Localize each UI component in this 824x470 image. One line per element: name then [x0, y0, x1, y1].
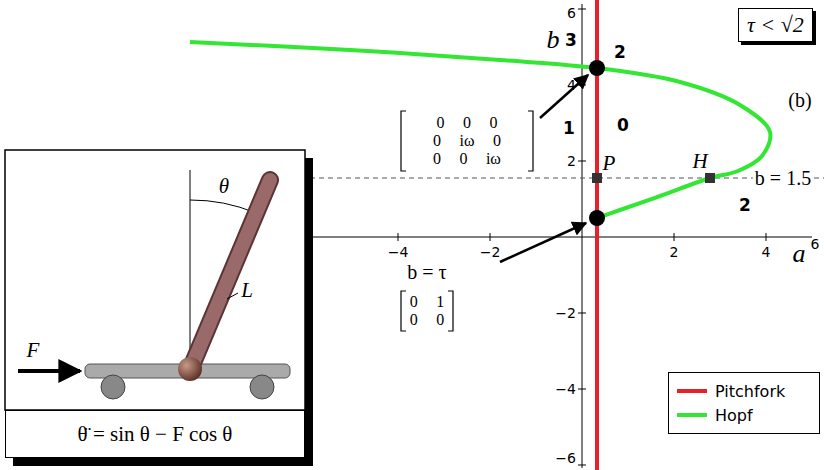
equation-panel: θ̈ = sin θ − F cos θ: [5, 410, 305, 458]
point-label: H: [692, 151, 707, 172]
matrix-row: 0 1: [410, 294, 444, 310]
tick-label: 2: [567, 154, 576, 168]
tick-label: 4: [567, 78, 576, 92]
force-arrow: [18, 369, 80, 373]
legend-text: Hopf: [715, 406, 753, 425]
point-label: P: [603, 153, 616, 174]
vertical-reference: [190, 170, 191, 360]
length-label: L: [241, 280, 253, 301]
equation-text: θ̈ = sin θ − F cos θ: [78, 422, 233, 447]
legend-entry: Hopf: [677, 403, 811, 427]
matrix-row: 0 0: [410, 312, 444, 328]
axis-label: b: [547, 27, 560, 53]
condition-box: τ < √2: [738, 8, 813, 42]
cart-wheel: [250, 375, 274, 399]
region-number: 0: [617, 117, 629, 134]
axes: [305, 4, 812, 468]
bifurcation-point: [589, 210, 605, 226]
legend-sample: [677, 410, 707, 420]
condition-label: b = τ: [407, 262, 446, 282]
matrix-row: 0 iω 0: [433, 133, 501, 149]
panel-label: (b): [788, 90, 811, 110]
region-number: 2: [739, 197, 751, 214]
bifurcation-point: [589, 60, 605, 76]
region-number: 2: [614, 44, 626, 61]
pointer-arrow: [540, 75, 588, 118]
inset-frame: [5, 150, 305, 410]
axis-label: a: [793, 241, 806, 267]
tick-label: 6: [811, 237, 820, 251]
tick-label: −4: [388, 245, 409, 259]
legend-text: Pitchfork: [715, 382, 785, 401]
region-number: 3: [565, 32, 577, 49]
tick-label: 6: [567, 6, 576, 20]
tick-label: −6: [555, 451, 576, 465]
tick-label: −2: [555, 306, 576, 320]
tick-label: 2: [670, 245, 679, 259]
pivot-ball: [178, 357, 202, 381]
tick-label: −2: [480, 245, 501, 259]
force-label: F: [27, 340, 40, 361]
matrix-row: 0 0 0: [437, 115, 498, 131]
pendulum-rod: [190, 180, 270, 370]
tick-label: −4: [555, 382, 576, 396]
dashed-line: [310, 178, 824, 179]
legend-entry: Pitchfork: [677, 379, 811, 403]
line-label: b = 1.5: [753, 168, 813, 188]
angle-label: θ: [219, 176, 229, 197]
point-marker: [705, 173, 715, 183]
region-number: 1: [563, 120, 575, 137]
cart-wheel: [101, 375, 125, 399]
point-marker: [592, 173, 602, 183]
matrix-row: 0 0 iω: [433, 151, 501, 167]
matrix-brackets: [401, 111, 533, 331]
pointer-arrow: [500, 223, 586, 262]
legend-sample: [677, 386, 707, 396]
condition-text: τ < √2: [747, 12, 804, 37]
pendulum-rod: [190, 180, 270, 370]
leader-line: [227, 293, 238, 299]
tick-label: 4: [762, 245, 771, 259]
angle-arc: [190, 200, 256, 213]
legend-box: PitchforkHopf: [668, 372, 820, 434]
